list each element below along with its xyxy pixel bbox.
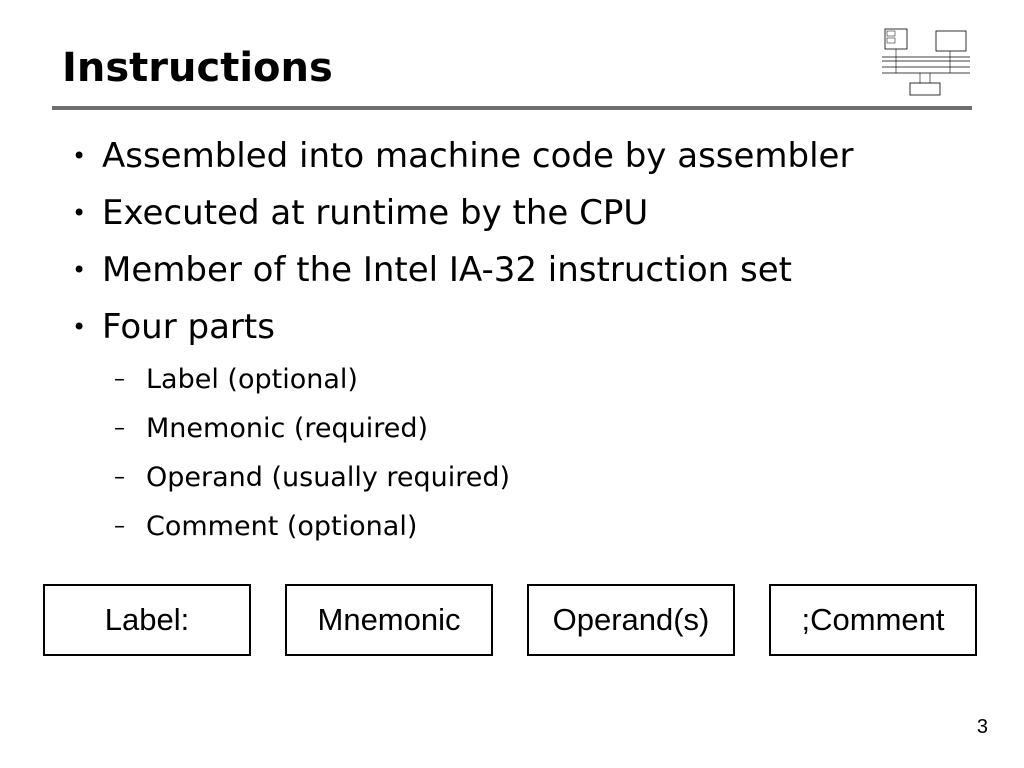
page-number: 3 [976,716,988,738]
sub-bullet-text: Operand (usually required) [146,462,511,493]
sub-bullet-text: Label (optional) [146,364,358,395]
sub-bullet-text: Comment (optional) [146,511,418,542]
bullet-dot-icon: • [72,142,87,170]
sub-bullet-item: –Mnemonic (required) [72,411,972,460]
bullet-dot-icon: • [72,256,87,284]
operands-box: Operand(s) [527,584,735,656]
bullet-item: • Member of the Intel IA-32 instruction s… [72,248,972,305]
bullet-item: • Assembled into machine code by assemble… [72,134,972,191]
sub-bullet-item: –Comment (optional) [72,509,972,558]
dash-icon: – [114,367,125,392]
dash-icon: – [114,514,125,539]
bullet-list: • Assembled into machine code by assemble… [72,134,972,558]
title-divider [52,106,972,110]
slide-title: Instructions [62,45,333,91]
dash-icon: – [114,416,125,441]
instruction-format-row: Label: Mnemonic Operand(s) ;Comment [43,584,983,659]
sub-bullet-text: Mnemonic (required) [146,413,429,444]
mnemonic-box: Mnemonic [285,584,493,656]
bullet-text: Member of the Intel IA-32 instruction se… [102,250,792,290]
bullet-text: Executed at runtime by the CPU [102,193,649,233]
bullet-item: • Four parts [72,305,972,362]
comment-box: ;Comment [769,584,977,656]
label-box: Label: [43,584,251,656]
bullet-text: Four parts [102,307,275,347]
bullet-text: Assembled into machine code by assembler [102,136,854,176]
sub-bullet-item: –Operand (usually required) [72,460,972,509]
bullet-dot-icon: • [72,199,87,227]
bullet-dot-icon: • [72,313,87,341]
bullet-item: • Executed at runtime by the CPU [72,191,972,248]
computer-architecture-diagram-icon [882,28,970,96]
dash-icon: – [114,465,125,490]
sub-bullet-item: –Label (optional) [72,362,972,411]
